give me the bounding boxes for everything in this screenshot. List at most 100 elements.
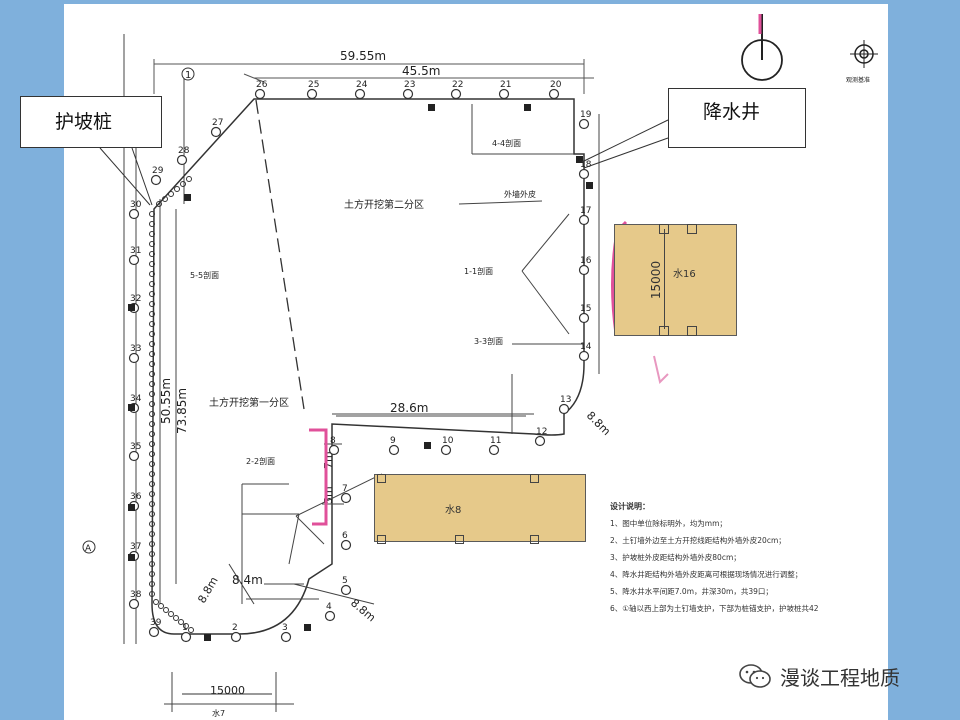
tank-16-width: 15000 <box>649 260 664 300</box>
well-number: 10 <box>442 436 454 446</box>
pile-dot <box>149 451 155 457</box>
pile-dot <box>183 623 189 629</box>
pump-marker <box>424 442 431 449</box>
dewatering-well: 30 <box>128 200 142 220</box>
callout-dewatering-text: 降水井 <box>703 101 761 123</box>
well-number: 21 <box>500 80 511 90</box>
pile-dot <box>149 391 155 397</box>
compass-label: 观测基准 <box>846 76 870 84</box>
outer-skin-label: 外墙外皮 <box>504 189 536 199</box>
dewatering-well: 4 <box>324 602 336 622</box>
well-number: 33 <box>130 344 141 354</box>
tank-8-box: 水8 <box>374 474 586 544</box>
pump-marker <box>128 554 135 561</box>
dewatering-well: 31 <box>128 246 141 266</box>
pile-dot <box>149 461 155 467</box>
pile-dot <box>173 615 179 621</box>
tank-8-corner-d <box>530 535 539 544</box>
pile-dot <box>180 181 186 187</box>
dewatering-well: 1 <box>180 623 192 643</box>
pile-dot <box>149 371 155 377</box>
pile-dot <box>149 261 155 267</box>
well-number: 17 <box>580 206 591 216</box>
dewatering-well: 26 <box>254 80 268 100</box>
tank-8-corner-a <box>377 474 386 483</box>
callout-pile-text: 护坡桩 <box>55 111 113 133</box>
well-number: 32 <box>130 294 141 304</box>
section-3-3: 3-3剖面 <box>474 336 503 346</box>
dim-top-total: 59.55m <box>340 49 386 63</box>
dim-left-total: 73.85m <box>175 388 189 434</box>
dewatering-well: 21 <box>498 80 511 100</box>
pile-dot <box>149 331 155 337</box>
dewatering-well: 33 <box>128 344 141 364</box>
dim-left-inner: 50.55m <box>159 378 173 424</box>
well-number: 22 <box>452 80 463 90</box>
dewatering-well: 24 <box>354 80 368 100</box>
tank-8-label: 水8 <box>445 505 462 516</box>
note-item: 3、护坡桩外皮距结构外墙外皮80cm； <box>610 553 741 562</box>
excavation-outline <box>151 98 585 635</box>
dewatering-well: 12 <box>534 427 547 447</box>
pile-dot <box>149 241 155 247</box>
pile-dot <box>149 311 155 317</box>
pile-dot <box>174 186 180 192</box>
dewatering-well: 9 <box>388 436 400 456</box>
dewatering-well: 39 <box>148 618 162 638</box>
pump-marker <box>428 104 435 111</box>
section-2-2: 2-2剖面 <box>246 456 275 466</box>
pile-dot <box>149 501 155 507</box>
pile-dot <box>149 301 155 307</box>
well-number: 19 <box>580 110 592 120</box>
svg-text:1: 1 <box>185 70 191 81</box>
well-number: 34 <box>130 394 142 404</box>
pile-dot <box>149 581 155 587</box>
pile-dot <box>149 341 155 347</box>
dewatering-well: 17 <box>578 206 591 226</box>
dewatering-well: 5 <box>340 576 352 596</box>
note-item: 1、图中单位除标明外，均为mm； <box>610 519 727 528</box>
tank-8-corner-b <box>377 535 386 544</box>
tank-16-corner-tl <box>659 224 669 234</box>
tank-16-corner-br <box>687 326 697 336</box>
well-number: 2 <box>232 623 238 633</box>
dewatering-well: 38 <box>128 590 142 610</box>
pile-dot <box>149 531 155 537</box>
dewatering-well: 16 <box>578 256 592 276</box>
pile-dot <box>149 271 155 277</box>
dewatering-well: 23 <box>402 80 415 100</box>
dim-top-inner: 45.5m <box>402 64 440 78</box>
pile-dot <box>162 196 168 202</box>
pump-marker <box>524 104 531 111</box>
pump-marker <box>304 624 311 631</box>
pile-dot <box>149 351 155 357</box>
well-number: 39 <box>150 618 162 628</box>
dewatering-well: 2 <box>230 623 242 643</box>
zone-2-label: 土方开挖第二分区 <box>344 198 424 211</box>
dim-radius-bottom: 8.8m <box>348 596 378 624</box>
dewatering-well: 29 <box>150 166 164 186</box>
pile-dot <box>168 611 174 617</box>
well-number: 29 <box>152 166 164 176</box>
tank-8-corner-c <box>455 535 464 544</box>
pile-dot <box>149 561 155 567</box>
well-number: 38 <box>130 590 142 600</box>
well-number: 28 <box>178 146 190 156</box>
pile-dot <box>149 571 155 577</box>
well-number: 27 <box>212 118 223 128</box>
zone-divider-line <box>255 99 305 410</box>
well-number: 4 <box>326 602 332 612</box>
dewatering-well: 8 <box>328 436 340 456</box>
pile-dot <box>168 191 174 197</box>
pile-dot <box>149 471 155 477</box>
tank-16-corner-bl <box>659 326 669 336</box>
well-number: 8 <box>330 436 336 446</box>
well-number: 11 <box>490 436 501 446</box>
watermark: 漫谈工程地质 <box>738 662 900 690</box>
dewatering-well: 28 <box>176 146 190 166</box>
tank-bottom-label: 水7 <box>212 708 225 718</box>
dewatering-well: 14 <box>578 342 592 362</box>
note-item: 4、降水井距结构外墙外皮距离可根据现场情况进行调整； <box>610 570 803 579</box>
pile-dot <box>149 231 155 237</box>
